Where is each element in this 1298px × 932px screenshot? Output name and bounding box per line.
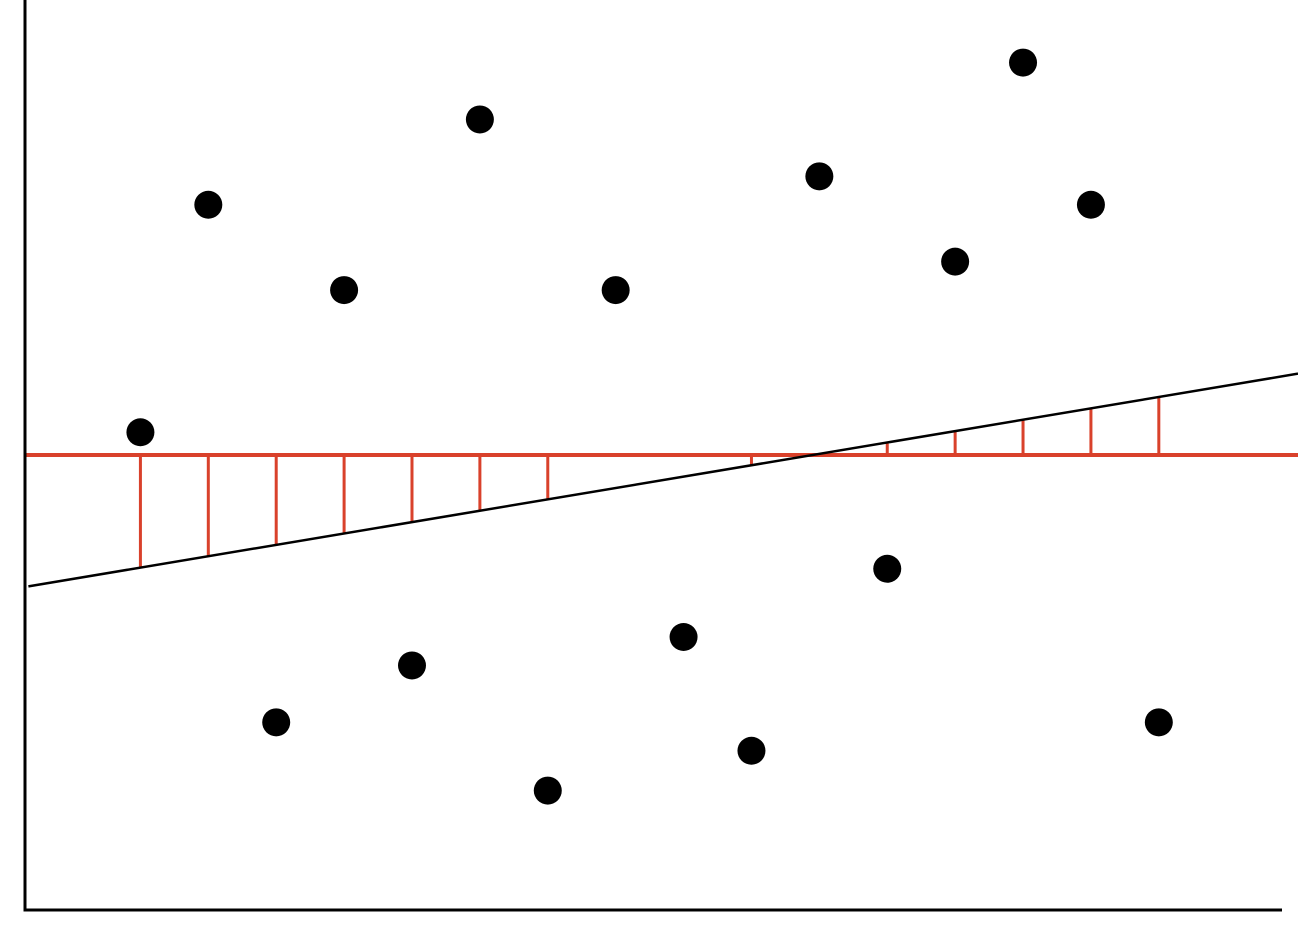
data-point-6: [465, 105, 494, 134]
data-point-9: [669, 623, 698, 651]
reference-lines: [25, 372, 1298, 588]
data-points: [126, 48, 1173, 805]
residual-segments: [138, 396, 1161, 568]
data-point-4: [330, 276, 359, 305]
data-point-15: [1076, 190, 1105, 219]
data-point-7: [533, 776, 562, 805]
regression-line: [28, 372, 1298, 588]
data-point-11: [805, 162, 834, 191]
data-point-14: [1009, 48, 1038, 77]
data-point-1: [126, 418, 155, 447]
axes: [23, 0, 1282, 912]
data-point-2: [194, 190, 223, 219]
data-point-12: [873, 554, 902, 583]
data-point-8: [601, 276, 630, 305]
data-point-13: [941, 247, 970, 276]
data-point-10: [737, 736, 766, 765]
data-point-3: [262, 708, 291, 737]
data-point-16: [1144, 708, 1173, 737]
data-point-5: [397, 651, 426, 680]
